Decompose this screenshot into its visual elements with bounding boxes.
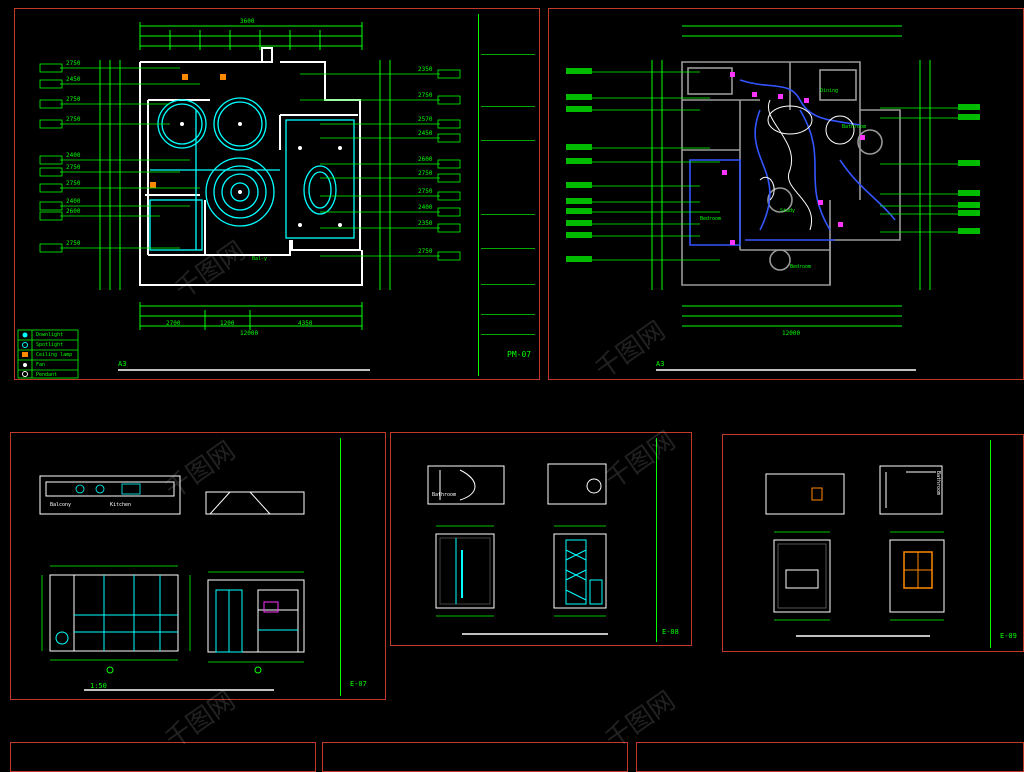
sheet-ceiling-plan: [14, 8, 540, 380]
plan-a-legend-table: [17, 329, 79, 379]
elev-d-dims: [436, 525, 606, 617]
legend-row-2: Spotlight: [36, 342, 64, 348]
elev-c-marker-2: [254, 666, 262, 674]
legend-row-3: Ceiling lamp: [36, 352, 73, 358]
plan-a-fixtures: [150, 74, 342, 227]
elev-c-marker-1: [106, 666, 114, 674]
plan-a-level-r6: 2750: [418, 170, 433, 177]
plan-a-cyan-ceiling: [149, 97, 355, 251]
plan-a-walls: [139, 47, 363, 286]
plan-b-white-circuits: [759, 99, 855, 231]
legend-row-1: Downlight: [36, 332, 64, 338]
plan-a-level-r10: 2750: [418, 248, 433, 255]
title-block-d: [656, 438, 689, 642]
plan-b-room-3: Bedroom: [700, 216, 722, 222]
plan-b-leader-boxes: [566, 68, 980, 262]
legend-row-5: Pendant: [36, 372, 58, 378]
plan-a-dim-bottom-1: 2700: [166, 320, 181, 327]
plan-a-level-leaders: [60, 67, 440, 257]
plan-b-walls: [681, 61, 901, 286]
sheet-d-number: E-08: [662, 628, 679, 636]
plan-a-dim-bottom-3: 4350: [298, 320, 313, 327]
plan-a-level-r7: 2750: [418, 188, 433, 195]
plan-b-room-4: Bedroom: [790, 264, 812, 270]
elev-c-plan-strip: [39, 475, 305, 515]
plan-b-room-5: Study: [780, 208, 796, 214]
elev-d-plans: [427, 463, 607, 505]
plan-a-dim-bottom-2: 1200: [220, 320, 235, 327]
plan-a-level-l5: 2400: [66, 152, 81, 159]
plan-a-level-l2: 2450: [66, 76, 81, 83]
sheet-a-title: A3: [118, 360, 127, 368]
plan-a-level-l8: 2400: [66, 198, 81, 205]
elev-c-dims: [41, 565, 304, 663]
sheet-b-title: A3: [656, 360, 665, 368]
plan-a-dimension-lines: [99, 25, 391, 327]
plan-b-room-1: Dining: [820, 88, 839, 94]
plan-a-level-l4: 2750: [66, 116, 81, 123]
elev-c-plan-items: [75, 483, 141, 495]
sheet-bathroom-elevations: [390, 432, 692, 646]
plan-a-level-r3: 2570: [418, 116, 433, 123]
plan-a-level-r8: 2400: [418, 204, 433, 211]
elev-e-elevations: [773, 539, 945, 613]
elev-e-plans: [765, 465, 943, 515]
elev-c-label-2: Kitchen: [110, 502, 132, 508]
plan-a-level-l7: 2750: [66, 180, 81, 187]
plan-a-level-l1: 2750: [66, 60, 81, 67]
plan-a-level-boxes: [39, 63, 461, 261]
sheet-a-number: PM-07: [507, 350, 532, 359]
plan-b-dim-total: 12000: [782, 330, 801, 337]
plan-a-level-r4: 2450: [418, 130, 433, 137]
plan-a-ticks: [139, 22, 363, 330]
plan-b-dimension-lines: [651, 25, 931, 327]
elev-c-elevation-1: [49, 574, 179, 652]
elev-d-label: Bathroom: [432, 492, 457, 498]
title-block-a: PM-07: [478, 14, 537, 376]
plan-a-legend-symbols: [22, 332, 28, 377]
plan-a-room-label: Bal-y: [252, 256, 268, 262]
sheet-c-number: E-07: [350, 680, 367, 688]
elev-c-scale: 1:50: [90, 682, 107, 690]
plan-b-room-2: Bathroom: [842, 124, 867, 130]
plan-b-outlets: [722, 72, 865, 245]
plan-a-level-r2: 2750: [418, 92, 433, 99]
plan-a-level-r1: 2350: [418, 66, 433, 73]
legend-row-4: Fan: [36, 362, 46, 368]
plan-b-blue-wiring: [689, 79, 896, 246]
title-block-c: [340, 438, 381, 696]
elev-d-elevations: [435, 533, 607, 609]
elev-e-dims: [774, 531, 944, 621]
elev-c-label-1: Balcony: [50, 502, 72, 508]
sheet-e-number: E-09: [1000, 632, 1017, 640]
plan-a-dim-total: 12000: [240, 330, 259, 337]
elev-e-label: Bathroom: [935, 470, 942, 496]
plan-a-level-l9: 2600: [66, 208, 81, 215]
plan-b-leaders: [590, 71, 960, 261]
plan-a-level-l6: 2750: [66, 164, 81, 171]
plan-a-level-l3: 2750: [66, 96, 81, 103]
elev-c-elevation-2: [207, 579, 305, 653]
sheet-kitchen-elevations: [10, 432, 386, 700]
title-block-e: [990, 440, 1024, 648]
plan-a-level-r9: 2350: [418, 220, 433, 227]
plan-a-level-r5: 2600: [418, 156, 433, 163]
plan-a-level-l10: 2750: [66, 240, 81, 247]
plan-a-dim-top-1: 3600: [240, 18, 255, 25]
